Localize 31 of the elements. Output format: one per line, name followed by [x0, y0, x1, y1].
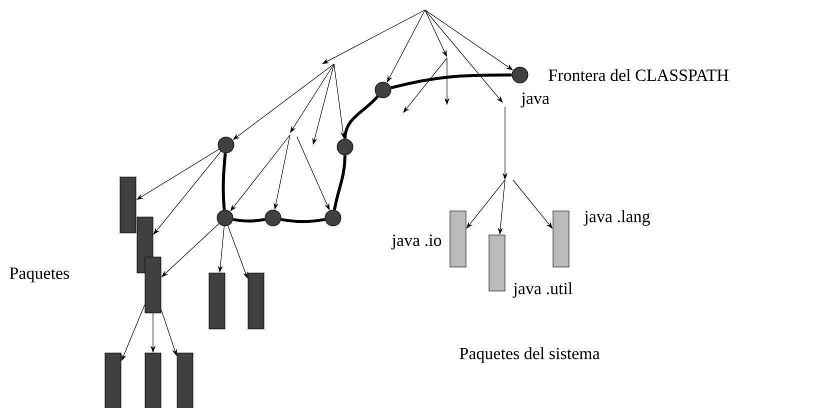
package-bar: [144, 352, 162, 408]
package-bar: [104, 352, 122, 408]
boundary-dot: [264, 210, 282, 226]
boundary-dot: [512, 66, 528, 84]
package-bar: [248, 272, 264, 330]
boundary-dot: [374, 82, 392, 98]
arrow: [230, 134, 290, 212]
label: java: [520, 92, 550, 108]
label: Paquetes: [10, 268, 70, 282]
package-bar: [144, 256, 162, 314]
boundary-line: [232, 218, 266, 223]
node-caption: Frontera del CLASSPATH: [548, 69, 728, 81]
boundary-line: [390, 74, 512, 90]
boundary-dot: [324, 210, 342, 226]
boundary-line: [344, 95, 379, 139]
label: Paquetes del sistema: [460, 347, 600, 363]
boundary-line: [222, 153, 227, 210]
package-bar: [488, 234, 506, 292]
node-caption: java .util: [512, 282, 572, 298]
package-bar: [450, 210, 466, 268]
boundary-line: [332, 155, 346, 210]
node-caption: java .io: [391, 234, 442, 250]
boundary-line: [280, 218, 326, 224]
boundary-dot: [336, 138, 354, 156]
boundary-dot: [216, 210, 234, 226]
package-bar: [208, 272, 226, 330]
boundary-dot: [218, 136, 234, 154]
node-caption: java .lang: [584, 210, 650, 226]
package-bar: [176, 352, 194, 408]
package-bar: [120, 176, 136, 234]
package-bar: [552, 210, 570, 268]
